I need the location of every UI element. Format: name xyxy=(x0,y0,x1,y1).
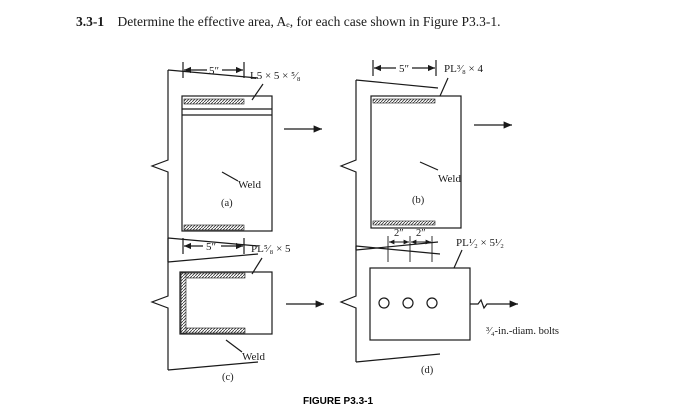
weld-label-b: Weld xyxy=(438,173,461,185)
gusset-plate-d xyxy=(339,245,441,363)
panel-d xyxy=(339,236,518,363)
member-label-c: PL⁵⁄₈ × 5 xyxy=(251,243,291,255)
weld-top-b xyxy=(372,98,436,104)
weld-top-a xyxy=(183,98,245,105)
problem-text: Determine the effective area, Aₑ, for ea… xyxy=(117,14,501,29)
panel-label-a: (a) xyxy=(221,198,233,209)
weld-bottom-a xyxy=(183,224,245,231)
panel-label-c: (c) xyxy=(222,372,234,383)
dimension-label-b: 5″ xyxy=(399,63,409,75)
member-leader-d xyxy=(453,249,463,269)
panel-label-d: (d) xyxy=(421,365,434,376)
member-label-b: PL³⁄₈ × 4 xyxy=(444,63,484,75)
plate-b xyxy=(370,95,462,229)
weld-leader-c xyxy=(225,339,243,353)
plate-c xyxy=(179,271,273,335)
panel-b xyxy=(339,60,512,251)
bolt-spacing-2: 2″ xyxy=(416,228,426,239)
angle-a xyxy=(181,95,273,232)
plate-d xyxy=(369,267,471,341)
bolt-1 xyxy=(378,297,390,309)
weld-bottom-b xyxy=(372,220,436,226)
weld-label-a: Weld xyxy=(238,179,261,191)
weld-leader-b xyxy=(419,161,439,171)
member-label-d: PL¹⁄₂ × 5¹⁄₂ xyxy=(456,237,504,249)
dimension-label-c: 5″ xyxy=(206,241,216,253)
weld-leader-a xyxy=(221,171,239,182)
member-leader-b xyxy=(439,77,449,97)
bolt-spacing-1: 2″ xyxy=(394,228,404,239)
member-leader-c xyxy=(251,257,263,275)
force-arrow-d xyxy=(470,298,518,310)
member-label-a: L5 × 5 × ⁵⁄₈ xyxy=(250,70,301,82)
panel-c xyxy=(150,237,324,371)
problem-number: 3.3-1 xyxy=(76,14,105,29)
panel-a xyxy=(150,62,322,263)
bolt-3 xyxy=(426,297,438,309)
member-leader-a xyxy=(251,83,264,101)
weld-label-c: Weld xyxy=(242,351,265,363)
bolt-2 xyxy=(402,297,414,309)
figure-caption: FIGURE P3.3-1 xyxy=(303,396,373,407)
problem-statement: 3.3-1 Determine the effective area, Aₑ, … xyxy=(76,14,500,30)
dimension-label-a: 5″ xyxy=(209,65,219,77)
panel-label-b: (b) xyxy=(412,195,425,206)
bolt-label-d: ³⁄₄-in.-diam. bolts xyxy=(486,326,559,337)
